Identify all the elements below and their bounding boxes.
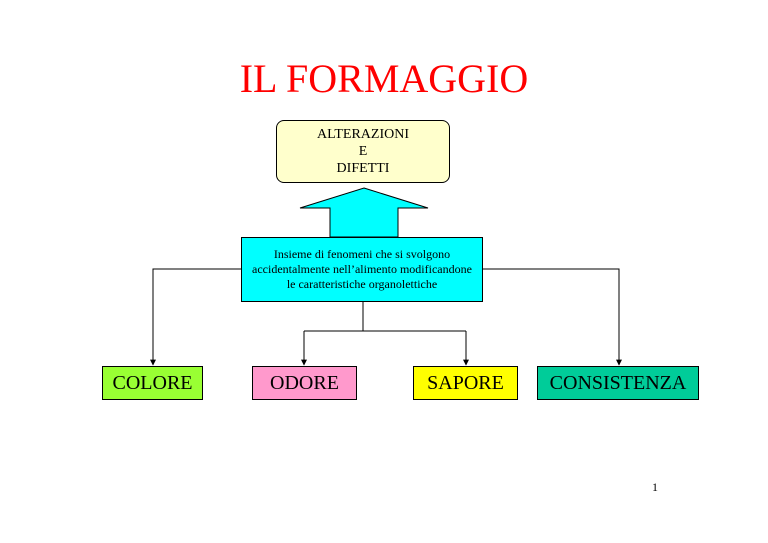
connector-consistenza	[483, 268, 622, 366]
page-title: IL FORMAGGIO	[239, 56, 529, 101]
block-arrow-up	[299, 187, 429, 238]
category-consistenza: CONSISTENZA	[537, 366, 699, 400]
category-odore: ODORE	[252, 366, 357, 400]
top-box-line: ALTERAZIONI	[316, 127, 410, 142]
definition-line: Insieme di fenomeni che si svolgono	[273, 247, 451, 261]
page-number: 1	[652, 480, 658, 494]
connector-colore	[150, 268, 241, 366]
alterazioni-difetti-box: ALTERAZIONI E DIFETTI	[276, 120, 450, 183]
top-box-line: E	[358, 144, 368, 159]
category-sapore: SAPORE	[413, 366, 518, 400]
category-colore: COLORE	[102, 366, 203, 400]
definition-box: Insieme di fenomeni che si svolgono acci…	[241, 237, 483, 302]
top-box-line: DIFETTI	[336, 161, 390, 176]
definition-line: accidentalmente nell’alimento modificand…	[252, 262, 472, 276]
definition-line: le caratteristiche organolettiche	[286, 277, 438, 291]
